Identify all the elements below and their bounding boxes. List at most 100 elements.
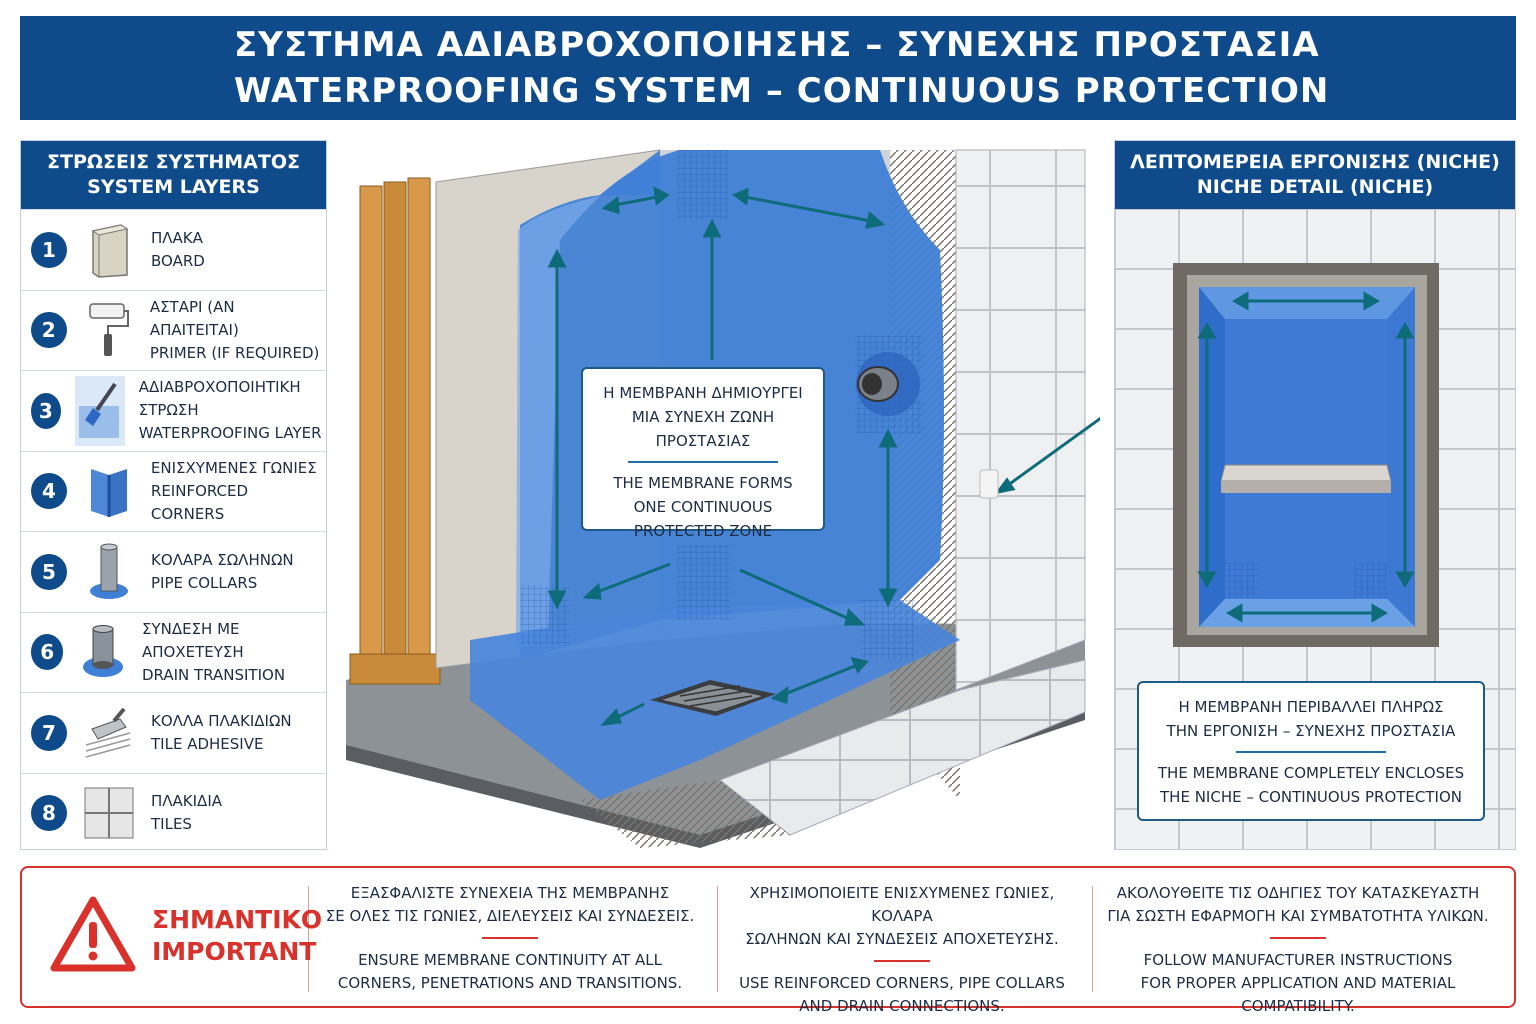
layer-label: ΕΝΙΣΧΥΜΕΝΕΣ ΓΩΝΙΕΣ REINFORCED CORNERS (151, 457, 326, 526)
layer-label-greek: ΠΛΑΚΑ (151, 228, 203, 247)
callout-greek-line: Η ΜΕΜΒΡΑΝΗ ΔΗΜΙΟΥΡΓΕΙ (603, 384, 803, 402)
brush-icon (74, 375, 125, 446)
title-banner: ΣΥΣΤΗΜΑ ΑΔΙΑΒΡΟΧΟΠΟΙΗΣΗΣ – ΣΥΝΕΧΗΣ ΠΡΟΣΤ… (20, 16, 1516, 120)
membrane-callout: Η ΜΕΜΒΡΑΝΗ ΔΗΜΙΟΥΡΓΕΙ ΜΙΑ ΣΥΝΕΧΗ ΖΩΝΗ ΠΡ… (581, 367, 825, 540)
title-greek: ΣΥΣΤΗΜΑ ΑΔΙΑΒΡΟΧΟΠΟΙΗΣΗΣ – ΣΥΝΕΧΗΣ ΠΡΟΣΤ… (234, 25, 1320, 65)
notice-english-line: CORNERS, PENETRATIONS AND TRANSITIONS. (337, 974, 683, 992)
important-title: ΣΗΜΑΝΤΙΚΟ IMPORTANT (152, 904, 322, 968)
layer-label-english: DRAIN TRANSITION (141, 665, 286, 684)
layer-label-greek: ΕΝΙΣΧΥΜΕΝΕΣ ΓΩΝΙΕΣ (150, 458, 317, 477)
layer-label-english: TILE ADHESIVE (151, 734, 264, 753)
layer-label: ΑΣΤΑΡΙ (ΑΝ ΑΠΑΙΤΕΙΤΑΙ) PRIMER (IF REQUIRE… (150, 296, 326, 365)
layer-label-greek: ΠΛΑΚΙΔΙΑ (151, 792, 223, 811)
niche-callout-english-line: THE NICHE – CONTINUOUS PROTECTION (1160, 788, 1462, 806)
layer-label-english: REINFORCED CORNERS (150, 481, 249, 523)
layer-label-greek: ΑΣΤΑΡΙ (ΑΝ ΑΠΑΙΤΕΙΤΑΙ) (149, 297, 239, 339)
niche-callout-greek-line: ΤΗΝ ΕΡΓΟΝΙΣΗ – ΣΥΝΕΧΗΣ ΠΡΟΣΤΑΣΙΑ (1166, 722, 1456, 740)
notice-column: ΕΞΑΣΦΑΛΙΣΤΕ ΣΥΝΕΧΕΙΑ ΤΗΣ ΜΕΜΒΡΑΝΗΣ ΣΕ ΟΛ… (322, 882, 698, 995)
layer-number: 3 (31, 392, 61, 429)
notice-greek-line: ΕΞΑΣΦΑΛΙΣΤΕ ΣΥΝΕΧΕΙΑ ΤΗΣ ΜΕΜΒΡΑΝΗΣ (350, 884, 670, 902)
layer-number: 5 (31, 553, 67, 590)
layer-row-board: 1 ΠΛΑΚΑ BOARD (21, 209, 326, 290)
notice-greek-line: ΑΚΟΛΟΥΘΕΙΤΕ ΤΙΣ ΟΔΗΓΙΕΣ ΤΟΥ ΚΑΤΑΣΚΕΥΑΣΤΗ (1116, 884, 1480, 902)
layer-label: ΠΛΑΚΑ BOARD (151, 227, 205, 273)
wood-plate (349, 653, 441, 685)
layer-row-waterproofing: 3 ΑΔΙΑΒΡΟΧΟΠΟΙΗΤΙΚΗ ΣΤΡΩΣΗ WATERPROOFING … (21, 370, 326, 451)
layer-label: ΚΟΛΑΡΑ ΣΩΛΗΝΩΝ PIPE COLLARS (151, 549, 294, 595)
notice-divider (1092, 886, 1093, 992)
trowel-icon (81, 698, 137, 768)
board-icon (81, 215, 137, 285)
warning-icon (50, 896, 136, 972)
niche-callout: Η ΜΕΜΒΡΑΝΗ ΠΕΡΙΒΑΛΛΕΙ ΠΛΗΡΩΣ ΤΗΝ ΕΡΓΟΝΙΣ… (1137, 681, 1485, 821)
notice-greek-line: ΣΕ ΟΛΕΣ ΤΙΣ ΓΩΝΙΕΣ, ΔΙΕΛΕΥΣΕΙΣ ΚΑΙ ΣΥΝΔΕ… (325, 907, 695, 925)
notice-column: ΑΚΟΛΟΥΘΕΙΤΕ ΤΙΣ ΟΔΗΓΙΕΣ ΤΟΥ ΚΑΤΑΣΚΕΥΑΣΤΗ… (1098, 882, 1498, 1018)
wood-stud (383, 181, 407, 661)
notice-divider (717, 886, 718, 992)
notice-english-line: FOR PROPER APPLICATION AND MATERIAL COMP… (1140, 974, 1456, 1015)
layer-label: ΠΛΑΚΙΔΙΑ TILES (151, 790, 222, 836)
continuity-arrows (547, 186, 1100, 726)
callout-english-line: THE MEMBRANE FORMS (613, 474, 793, 492)
niche-callout-divider (1236, 751, 1386, 753)
layer-number: 6 (31, 634, 64, 671)
layer-label-greek: ΑΔΙΑΒΡΟΧΟΠΟΙΗΤΙΚΗ ΣΤΡΩΣΗ (138, 378, 301, 420)
layer-label-greek: ΚΟΛΑΡΑ ΣΩΛΗΝΩΝ (151, 550, 294, 569)
niche-title-greek: ΛΕΠΤΟΜΕΡΕΙΑ ΕΡΓΟΝΙΣΗΣ (NICHE) (1130, 151, 1500, 173)
important-title-greek: ΣΗΜΑΝΤΙΚΟ (152, 905, 323, 934)
paint-roller-icon (81, 295, 136, 365)
important-title-english: IMPORTANT (152, 937, 317, 966)
important-notice: ΣΗΜΑΝΤΙΚΟ IMPORTANT ΕΞΑΣΦΑΛΙΣΤΕ ΣΥΝΕΧΕΙΑ… (20, 866, 1516, 1015)
layer-label-greek: ΣΥΝΔΕΣΗ ΜΕ ΑΠΟΧΕΤΕΥΣΗ (141, 619, 244, 661)
notice-column: ΧΡΗΣΙΜΟΠΟΙΕΙΤΕ ΕΝΙΣΧΥΜΕΝΕΣ ΓΩΝΙΕΣ, ΚΟΛΑΡ… (722, 882, 1082, 1018)
corner-tape-icon (81, 456, 137, 526)
layer-number: 4 (31, 473, 67, 510)
layer-label-greek: ΚΟΛΛΑ ΠΛΑΚΙΔΙΩΝ (151, 711, 292, 730)
system-layers-title-greek: ΣΤΡΩΣΕΙΣ ΣΥΣΤΗΜΑΤΟΣ (47, 151, 300, 173)
layer-number: 1 (31, 231, 67, 268)
wood-stud (407, 177, 431, 661)
system-layers-panel: ΣΤΡΩΣΕΙΣ ΣΥΣΤΗΜΑΤΟΣ SYSTEM LAYERS 1 ΠΛΑΚ… (20, 140, 327, 850)
niche-callout-english-line: THE MEMBRANE COMPLETELY ENCLOSES (1157, 764, 1465, 782)
notice-english-line: USE REINFORCED CORNERS, PIPE COLLARS (739, 974, 1065, 992)
layer-row-adhesive: 7 ΚΟΛΛΑ ΠΛΑΚΙΔΙΩΝ TILE ADHESIVE (21, 692, 326, 773)
notice-english-line: FOLLOW MANUFACTURER INSTRUCTIONS (1143, 951, 1453, 969)
layer-number: 2 (31, 312, 67, 349)
layer-label: ΑΔΙΑΒΡΟΧΟΠΟΙΗΤΙΚΗ ΣΤΡΩΣΗ WATERPROOFING LA… (139, 376, 326, 445)
layer-label-english: WATERPROOFING LAYER (138, 424, 322, 443)
niche-title-english: NICHE DETAIL (NICHE) (1196, 176, 1434, 198)
drain-icon (77, 617, 128, 687)
callout-english-line: PROTECTED ZONE (633, 522, 773, 540)
layer-label: ΣΥΝΔΕΣΗ ΜΕ ΑΠΟΧΕΤΕΥΣΗ DRAIN TRANSITION (142, 618, 326, 687)
layer-row-primer: 2 ΑΣΤΑΡΙ (ΑΝ ΑΠΑΙΤΕΙΤΑΙ) PRIMER (IF REQUI… (21, 289, 326, 371)
layer-label: ΚΟΛΛΑ ΠΛΑΚΙΔΙΩΝ TILE ADHESIVE (151, 710, 292, 756)
notice-rule (482, 937, 538, 939)
notice-greek-line: ΣΩΛΗΝΩΝ ΚΑΙ ΣΥΝΔΕΣΕΙΣ ΑΠΟΧΕΤΕΥΣΗΣ. (745, 930, 1059, 948)
notice-divider (308, 886, 309, 992)
layer-label-english: PRIMER (IF REQUIRED) (149, 343, 320, 362)
tiles-icon (81, 778, 137, 848)
layer-row-tiles: 8 ΠΛΑΚΙΔΙΑ TILES (21, 772, 326, 854)
system-layers-title-english: SYSTEM LAYERS (87, 176, 260, 198)
system-layers-header: ΣΤΡΩΣΕΙΣ ΣΥΣΤΗΜΑΤΟΣ SYSTEM LAYERS (21, 141, 326, 209)
layer-row-pipe-collars: 5 ΚΟΛΑΡΑ ΣΩΛΗΝΩΝ PIPE COLLARS (21, 531, 326, 612)
layer-label-english: BOARD (151, 251, 205, 270)
notice-greek-line: ΓΙΑ ΣΩΣΤΗ ΕΦΑΡΜΟΓΗ ΚΑΙ ΣΥΜΒΑΤΟΤΗΤΑ ΥΛΙΚΩ… (1107, 907, 1489, 925)
notice-greek-line: ΧΡΗΣΙΜΟΠΟΙΕΙΤΕ ΕΝΙΣΧΥΜΕΝΕΣ ΓΩΝΙΕΣ, ΚΟΛΑΡ… (749, 884, 1055, 925)
niche-shelf (1220, 464, 1392, 482)
layer-label-english: TILES (151, 815, 192, 834)
layer-number: 8 (31, 795, 67, 832)
niche-detail-header: ΛΕΠΤΟΜΕΡΕΙΑ ΕΡΓΟΝΙΣΗΣ (NICHE) NICHE DETA… (1115, 141, 1515, 209)
notice-english-line: ENSURE MEMBRANE CONTINUITY AT ALL (358, 951, 662, 969)
callout-greek-line: ΜΙΑ ΣΥΝΕΧΗ ΖΩΝΗ ΠΡΟΣΤΑΣΙΑΣ (631, 408, 775, 450)
layer-row-drain: 6 ΣΥΝΔΕΣΗ ΜΕ ΑΠΟΧΕΤΕΥΣΗ DRAIN TRANSITION (21, 611, 326, 693)
title-english: WATERPROOFING SYSTEM – CONTINUOUS PROTEC… (234, 71, 1330, 111)
wood-stud (359, 185, 383, 657)
layer-row-corners: 4 ΕΝΙΣΧΥΜΕΝΕΣ ΓΩΝΙΕΣ REINFORCED CORNERS (21, 450, 326, 532)
notice-english-line: AND DRAIN CONNECTIONS. (799, 997, 1005, 1015)
layer-number: 7 (31, 714, 67, 751)
callout-divider (628, 461, 778, 463)
layer-label-english: PIPE COLLARS (151, 573, 258, 592)
notice-rule (1270, 937, 1326, 939)
notice-rule (874, 960, 930, 962)
